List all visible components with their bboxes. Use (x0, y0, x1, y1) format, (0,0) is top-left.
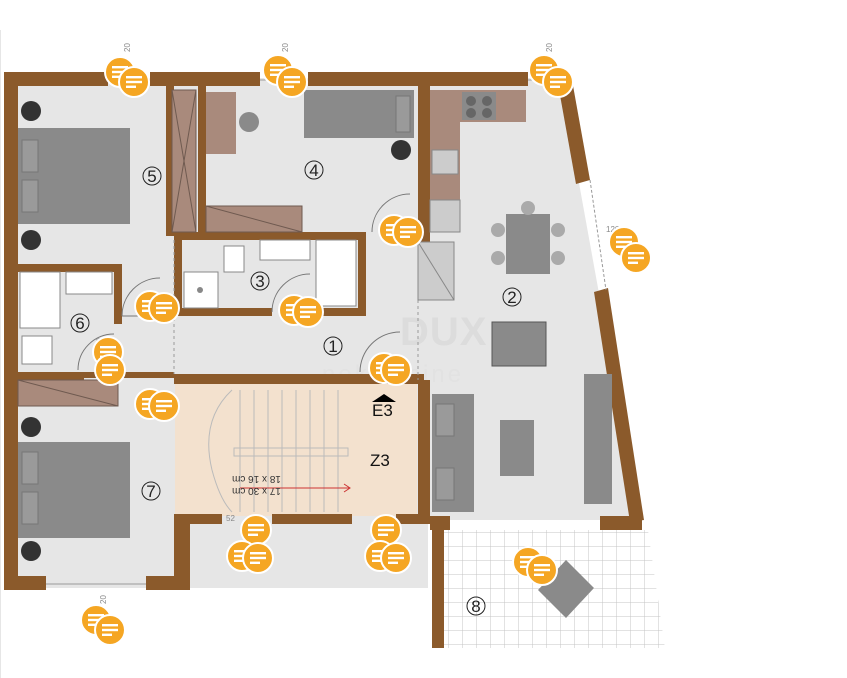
shower (315, 239, 357, 307)
entrance-label: E3 (372, 401, 393, 420)
annotation-note-icon[interactable] (292, 296, 324, 328)
svg-text:20: 20 (281, 43, 290, 52)
lamp-icon (21, 541, 41, 561)
svg-text:20: 20 (99, 595, 108, 604)
annotation-note-icon[interactable] (118, 66, 150, 98)
room-number-7: 7 (141, 481, 161, 501)
tv-unit (584, 374, 612, 504)
stair-dim-1: 17 x 30 cm (232, 485, 281, 496)
coffee-table (500, 420, 534, 476)
annotation-note-icon[interactable] (542, 66, 574, 98)
room-number-8: 8 (466, 596, 486, 616)
room-number-2: 2 (502, 287, 522, 307)
annotation-note-icon[interactable] (242, 542, 274, 574)
svg-text:6: 6 (75, 314, 84, 333)
annotation-note-icon[interactable] (380, 542, 412, 574)
annotation-note-icon[interactable] (148, 292, 180, 324)
room-numbers: 5 4 3 2 6 1 7 8 (70, 160, 522, 616)
room-number-3: 3 (250, 271, 270, 291)
lamp-icon (391, 140, 411, 160)
svg-text:4: 4 (309, 161, 318, 180)
lamp-icon (21, 101, 41, 121)
annotation-note-icon[interactable] (392, 216, 424, 248)
annotation-note-icon[interactable] (380, 354, 412, 386)
annotation-note-icon[interactable] (148, 390, 180, 422)
furniture (17, 89, 612, 618)
lamp-icon (21, 230, 41, 250)
kitchen-sink (431, 149, 459, 175)
svg-text:3: 3 (255, 272, 264, 291)
terrace-table (538, 560, 594, 618)
sink (259, 239, 311, 261)
room-number-6: 6 (70, 313, 90, 333)
toilet (223, 245, 245, 273)
room-number-1: 1 (323, 336, 343, 356)
fridge (429, 199, 461, 233)
armchair (491, 321, 547, 367)
stair-zone-label: Z3 (370, 451, 390, 470)
entrance-arrow-icon (372, 394, 396, 402)
annotation-note-icon[interactable] (370, 514, 402, 546)
toilet (21, 335, 53, 365)
lamp-icon (21, 417, 41, 437)
stairs (208, 389, 351, 513)
room-number-4: 4 (304, 160, 324, 180)
annotation-note-icon[interactable] (526, 554, 558, 586)
svg-text:20: 20 (123, 43, 132, 52)
annotation-note-icon[interactable] (94, 614, 126, 646)
walls (4, 72, 644, 648)
annotation-note-icon[interactable] (276, 66, 308, 98)
svg-text:8: 8 (471, 597, 480, 616)
stair-dim-2: 18 x 16 cm (232, 473, 281, 484)
svg-text:52: 52 (226, 514, 235, 523)
dining-table (506, 214, 550, 274)
room-number-5: 5 (142, 166, 162, 186)
svg-text:7: 7 (146, 482, 155, 501)
annotation-note-icon[interactable] (620, 242, 652, 274)
annotation-note-icon[interactable] (94, 354, 126, 386)
desk (206, 92, 236, 154)
shower (19, 271, 61, 329)
doors (77, 193, 411, 373)
svg-text:2: 2 (507, 288, 516, 307)
svg-text:1: 1 (328, 337, 337, 356)
svg-text:20: 20 (545, 43, 554, 52)
sink (65, 271, 113, 295)
svg-text:120: 120 (606, 225, 620, 234)
watermark-top: DUX (400, 310, 487, 354)
chair-icon (239, 112, 259, 132)
svg-text:5: 5 (147, 167, 156, 186)
